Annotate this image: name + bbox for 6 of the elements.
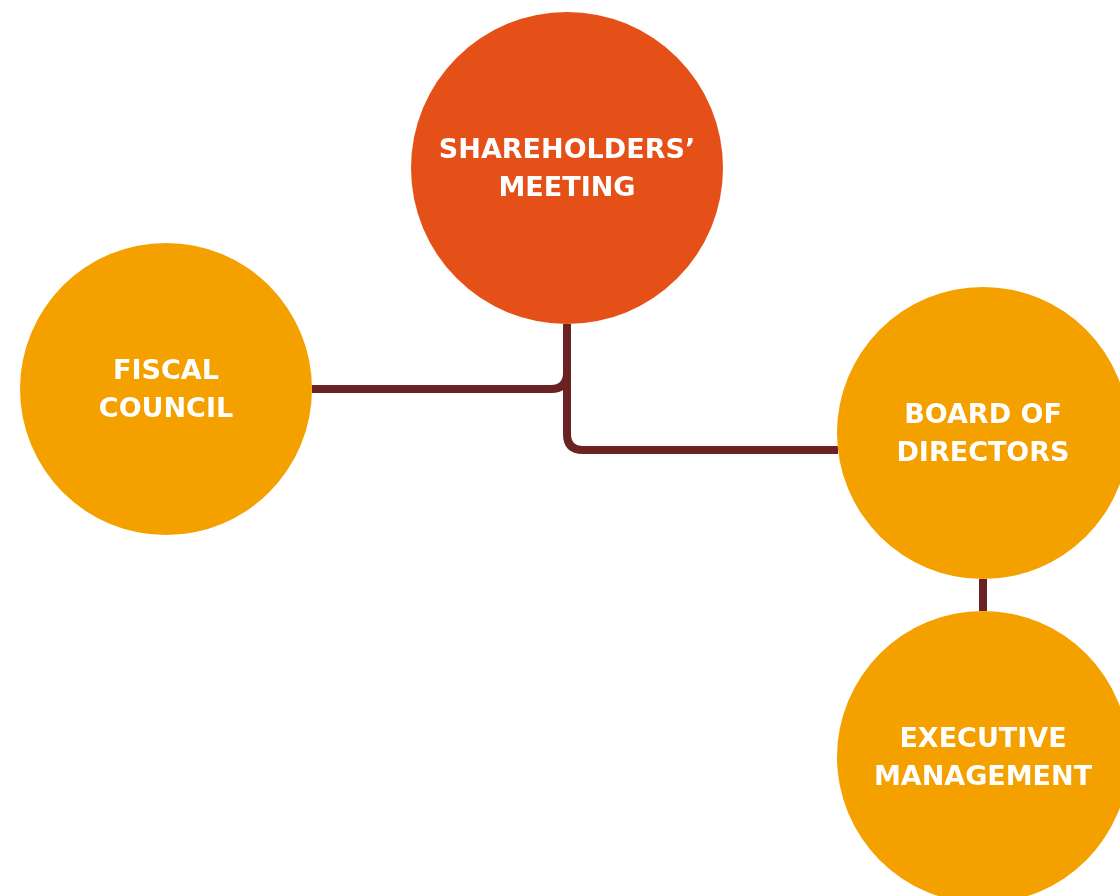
node-label: FISCAL COUNCIL <box>97 353 235 425</box>
connector-line <box>563 324 838 454</box>
node-label: SHAREHOLDERS’ MEETING <box>437 132 697 204</box>
node-label: EXECUTIVE MANAGEMENT <box>872 721 1094 793</box>
connector-line <box>979 579 987 611</box>
node-label: BOARD OF DIRECTORS <box>895 397 1071 469</box>
